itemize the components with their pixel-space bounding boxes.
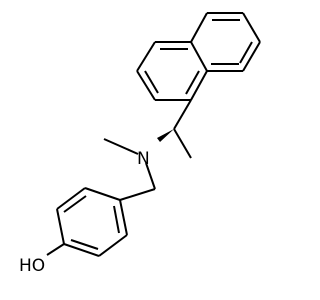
atom-label-n: N bbox=[137, 149, 150, 169]
bond-naph-chiral bbox=[173, 99, 192, 130]
bond-naph-5 bbox=[136, 70, 156, 101]
bond-ring-double-1 bbox=[63, 195, 87, 213]
molecule-canvas: N HO bbox=[19, 12, 261, 276]
bond-naph-double-6 bbox=[239, 41, 253, 64]
bond-naph-11 bbox=[242, 41, 261, 72]
bond-n-methyl bbox=[103, 138, 139, 155]
bond-naph-8 bbox=[190, 12, 208, 43]
bond-naph-2 bbox=[190, 41, 208, 72]
bond-ring-double-2 bbox=[70, 239, 99, 250]
atom-label-oh: HO bbox=[19, 256, 45, 276]
bond-ring-5 bbox=[98, 234, 128, 257]
bond-ring-double-3 bbox=[113, 205, 120, 234]
bond-ring-1 bbox=[84, 187, 121, 201]
bond-ring-2 bbox=[56, 187, 86, 210]
bond-ring-6 bbox=[119, 199, 128, 236]
bond-ring-3 bbox=[56, 208, 65, 245]
bond-naph-double-3 bbox=[185, 70, 200, 95]
bond-ch2-ring bbox=[119, 188, 156, 201]
bond-ring-oh bbox=[46, 243, 65, 256]
bond-chiral-methyl bbox=[173, 128, 192, 159]
bond-ring-4 bbox=[63, 243, 100, 257]
wedge-bond-chiral-n bbox=[157, 129, 174, 142]
bond-naph-double-2 bbox=[144, 70, 159, 94]
bond-naph-6 bbox=[136, 41, 156, 72]
bond-naph-10 bbox=[242, 12, 261, 43]
bond-n-ch2 bbox=[145, 162, 156, 190]
structure-diagram: N HO bbox=[19, 12, 261, 276]
bond-naph-3 bbox=[190, 70, 208, 101]
